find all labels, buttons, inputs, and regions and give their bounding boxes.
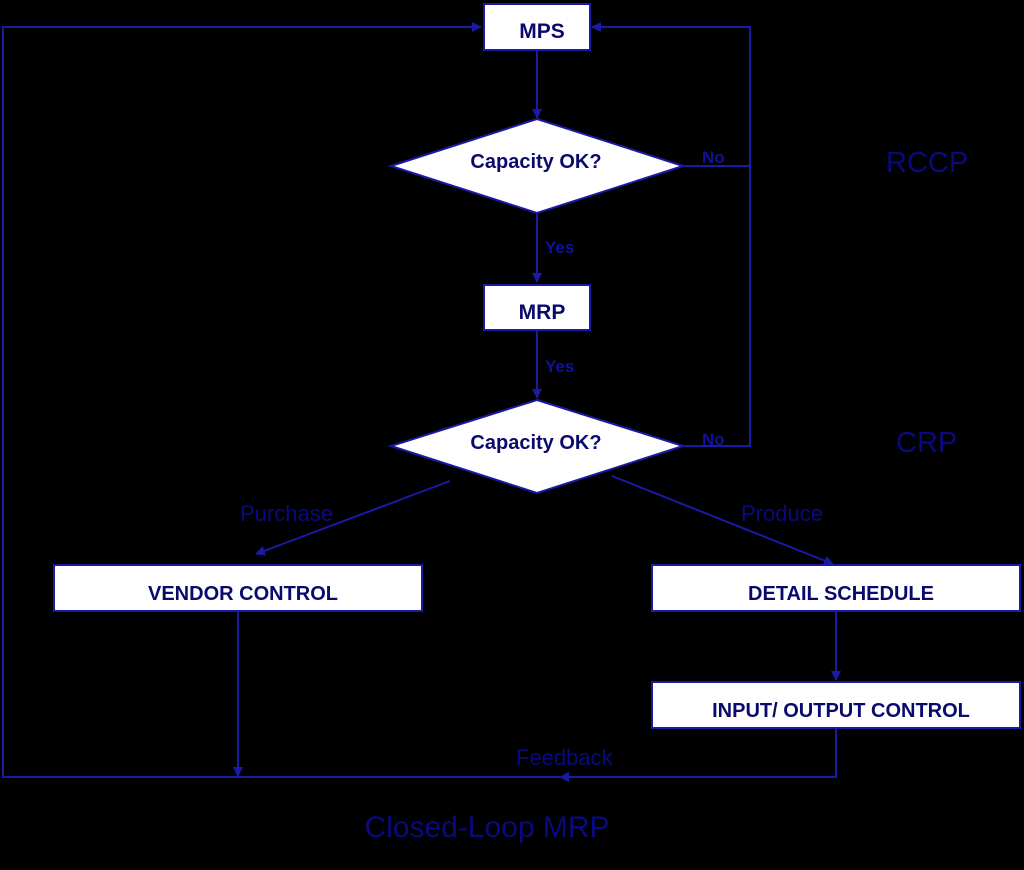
yes-label-1: Yes: [545, 238, 574, 257]
mrp-label: MRP: [519, 301, 566, 324]
no-label-2: No: [702, 430, 725, 449]
produce-label: Produce: [741, 501, 823, 526]
no-label-1: No: [702, 148, 725, 167]
vendor-control-label: VENDOR CONTROL: [148, 583, 338, 605]
edge-io-feedback: [559, 729, 837, 782]
io-control-label: INPUT/ OUTPUT CONTROL: [712, 700, 970, 722]
feedback-label: Feedback: [516, 745, 614, 770]
capacity-check-2-label: Capacity OK?: [470, 432, 601, 454]
edge-no-1-to-mps: [591, 22, 751, 167]
edge-produce: [611, 475, 834, 566]
mps-label: MPS: [519, 20, 565, 43]
node-vendor-control: VENDOR CONTROL: [53, 564, 423, 612]
node-detail-schedule: DETAIL SCHEDULE: [651, 564, 1021, 612]
edge-purchase: [255, 480, 451, 556]
connector-lines: [2, 22, 841, 782]
node-mps: MPS: [483, 3, 591, 51]
yes-label-2: Yes: [545, 357, 574, 376]
edge-no-2-to-loop: [683, 166, 751, 447]
node-capacity-check-2: Capacity OK?: [387, 398, 687, 495]
capacity-check-1-label: Capacity OK?: [470, 151, 601, 173]
node-io-control: INPUT/ OUTPUT CONTROL: [651, 681, 1021, 729]
node-mrp: MRP: [483, 284, 591, 331]
crp-label: CRP: [896, 427, 957, 459]
edge-feedback-to-mps: [2, 22, 560, 778]
node-capacity-check-1: Capacity OK?: [387, 117, 687, 215]
rccp-label: RCCP: [886, 147, 968, 179]
detail-schedule-label: DETAIL SCHEDULE: [748, 583, 934, 605]
diagram-title: Closed-Loop MRP: [364, 811, 609, 844]
purchase-label: Purchase: [240, 501, 333, 526]
